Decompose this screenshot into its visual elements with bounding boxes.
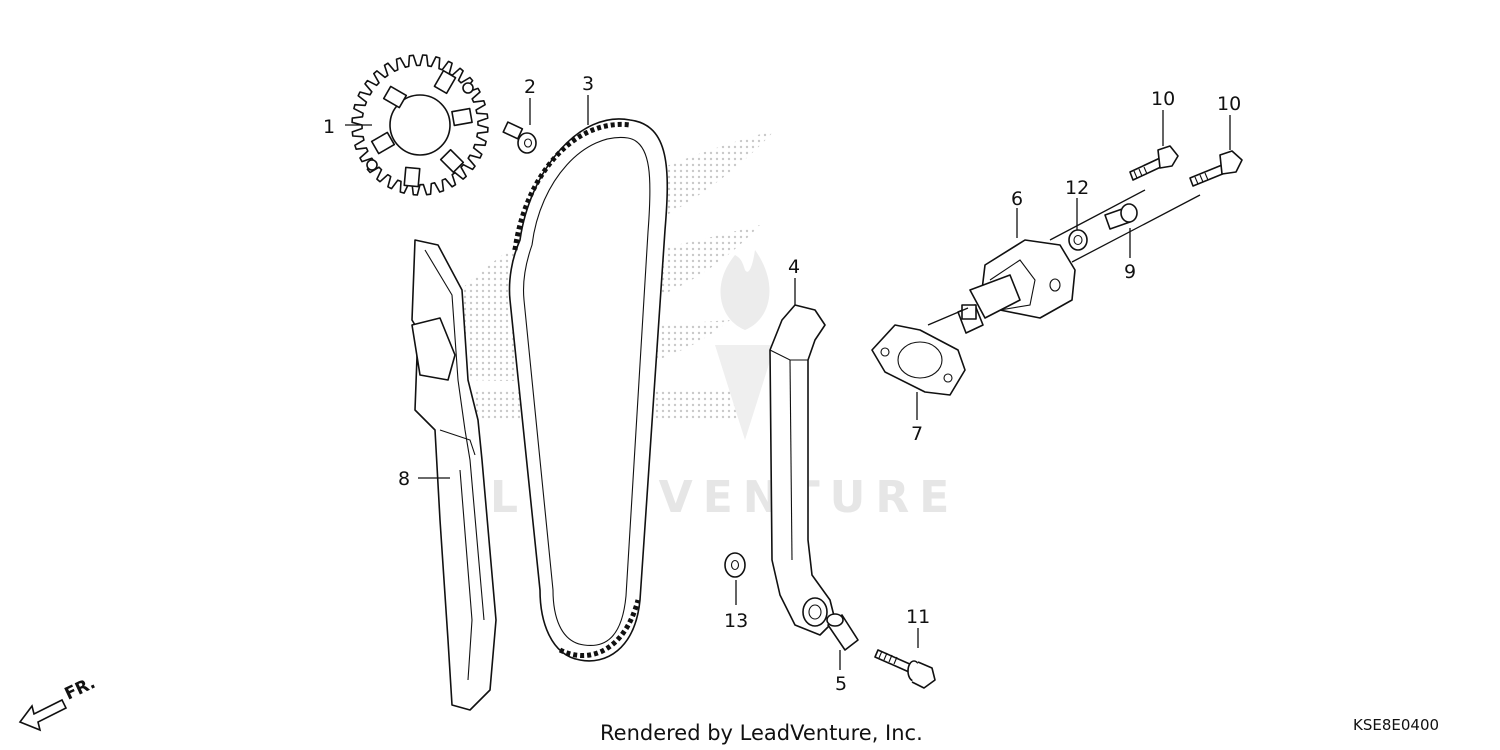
washer[interactable] [724,552,746,578]
lifter-bolt-b[interactable] [1189,150,1243,187]
callout-13: 13 [724,610,748,632]
callout-7: 7 [911,423,923,445]
collar[interactable] [826,613,859,651]
rendered-by-credit: Rendered by LeadVenture, Inc. [600,721,923,745]
guide-bolt[interactable] [874,649,936,689]
callout-11: 11 [906,606,930,628]
callout-labels: 1 2 3 4 5 6 7 8 9 10 10 11 12 13 [323,73,1241,695]
callout-5: 5 [835,673,847,695]
callout-10-left: 10 [1151,88,1175,110]
callout-6: 6 [1011,188,1023,210]
callout-2: 2 [524,76,536,98]
lifter-bolt-a[interactable] [1129,145,1179,181]
sprocket-bolt[interactable] [502,121,537,154]
chain-guide[interactable] [769,304,836,636]
sealing-bolt[interactable] [1104,203,1138,230]
callout-8: 8 [398,468,410,490]
callout-10-right: 10 [1217,93,1241,115]
diagram-code: KSE8E0400 [1353,716,1439,734]
cam-chain[interactable] [508,118,669,662]
cam-sprocket[interactable] [351,54,489,196]
sealing-washer[interactable] [1068,229,1088,251]
front-direction-marker: FR. [18,673,99,732]
callout-3: 3 [582,73,594,95]
callout-1: 1 [323,116,335,138]
callout-4: 4 [788,256,800,278]
arrow-icon [18,698,68,732]
fr-label: FR. [62,673,99,704]
tensioner-lifter[interactable] [957,239,1076,334]
chain-guide-tensioner[interactable] [411,239,497,711]
leader-lines [345,95,1231,670]
tensioner-gasket[interactable] [871,324,966,396]
callout-12: 12 [1065,177,1089,199]
callout-9: 9 [1124,261,1136,283]
